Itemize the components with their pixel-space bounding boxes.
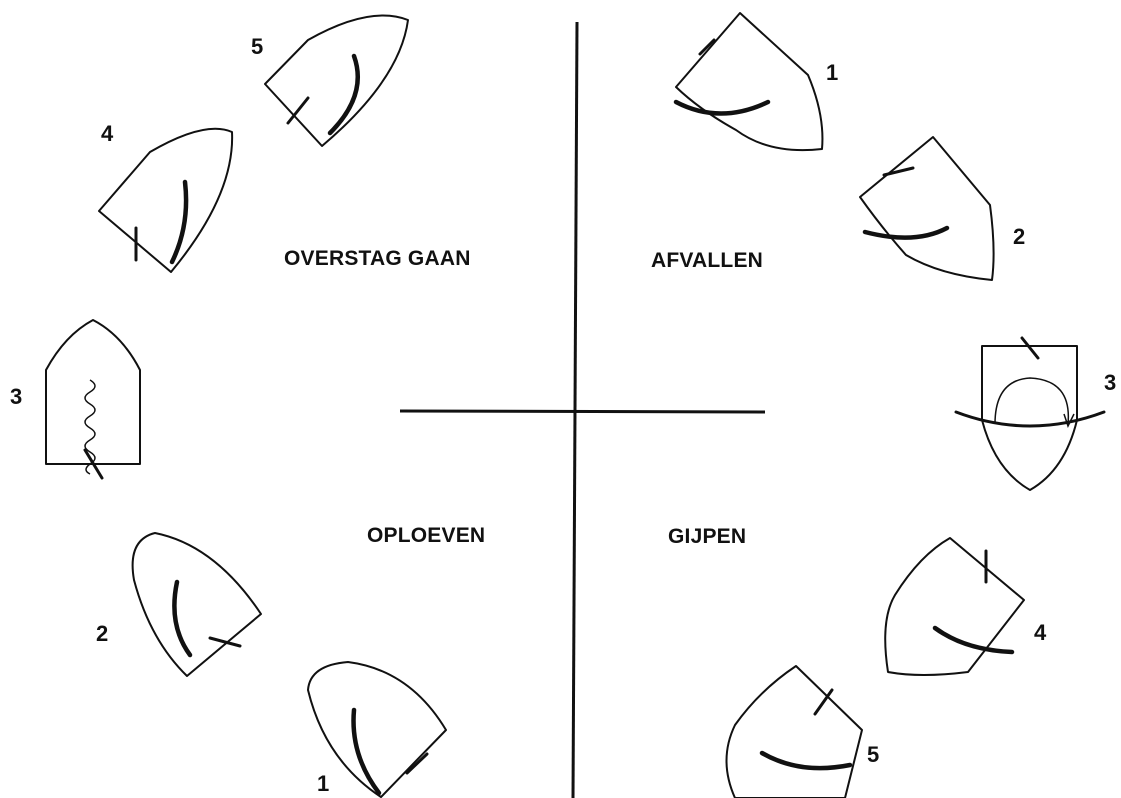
left-boat-3 <box>46 320 140 478</box>
right-boat-4 <box>885 538 1024 675</box>
left-step-1-number: 1 <box>317 771 329 797</box>
right-step-3-number: 3 <box>1104 370 1116 396</box>
left-step-4-number: 4 <box>101 121 113 147</box>
horizontal-divider <box>400 411 765 412</box>
heading-gijpen: GIJPEN <box>668 525 746 549</box>
left-boat-5 <box>265 16 408 147</box>
right-step-5-number: 5 <box>867 742 879 768</box>
right-step-4-number: 4 <box>1034 620 1046 646</box>
right-boat-5 <box>727 666 863 798</box>
left-step-3-number: 3 <box>10 384 22 410</box>
right-boat-1 <box>676 13 822 150</box>
right-step-1-number: 1 <box>826 60 838 86</box>
left-boat-2 <box>133 533 261 676</box>
heading-overstag-gaan: OVERSTAG GAAN <box>284 247 471 271</box>
heading-afvallen: AFVALLEN <box>651 249 763 273</box>
right-step-2-number: 2 <box>1013 224 1025 250</box>
right-boat-3 <box>956 338 1104 490</box>
left-step-5-number: 5 <box>251 34 263 60</box>
heading-oploeven: OPLOEVEN <box>367 524 485 548</box>
right-boat-2 <box>860 137 994 280</box>
left-step-2-number: 2 <box>96 621 108 647</box>
left-boat-4 <box>99 129 232 272</box>
